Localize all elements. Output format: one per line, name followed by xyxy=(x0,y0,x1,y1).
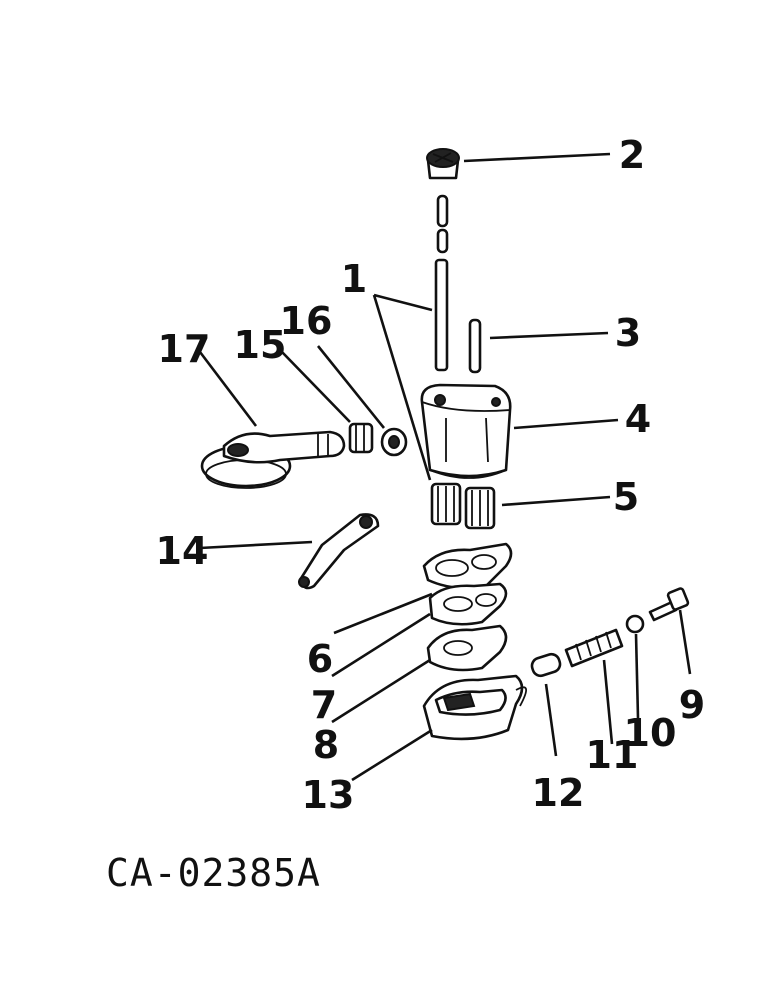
part-1-shafts xyxy=(434,194,449,372)
part-10-ball xyxy=(625,614,645,634)
callout-4: 4 xyxy=(625,397,651,441)
part-9-bolt xyxy=(648,587,690,622)
part-11-spring xyxy=(564,628,624,668)
callout-17: 17 xyxy=(158,327,211,371)
part-8-gasket xyxy=(426,624,508,672)
callout-12: 12 xyxy=(532,771,585,815)
callout-6: 6 xyxy=(307,637,333,681)
part-3-pin xyxy=(468,318,482,374)
part-17-strainer xyxy=(200,430,346,489)
part-5-gears xyxy=(430,482,496,530)
callout-2: 2 xyxy=(619,133,645,177)
leader-lines xyxy=(198,152,692,782)
callout-7: 7 xyxy=(311,683,337,727)
callout-1: 1 xyxy=(341,257,367,301)
callout-5: 5 xyxy=(613,475,639,519)
callout-16: 16 xyxy=(280,299,333,343)
part-13-pump-cover xyxy=(422,674,527,741)
callout-13: 13 xyxy=(302,773,355,817)
part-12-plunger xyxy=(530,652,562,678)
callout-11: 11 xyxy=(586,733,639,777)
callout-3: 3 xyxy=(615,311,641,355)
callout-14: 14 xyxy=(156,529,209,573)
callout-8: 8 xyxy=(313,723,339,767)
callout-labels: 1 2 3 4 5 6 7 8 9 10 11 12 13 14 15 16 1… xyxy=(156,133,706,817)
part-7-plate xyxy=(428,582,508,626)
part-16-ring xyxy=(380,427,408,457)
part-14-bracket xyxy=(298,513,380,590)
callout-10: 10 xyxy=(624,711,677,755)
part-6-gasket xyxy=(422,542,513,590)
callout-15: 15 xyxy=(234,323,287,367)
part-4-pump-body xyxy=(420,383,512,479)
drawing-code: CA-02385A xyxy=(106,851,321,895)
part-15-connector xyxy=(348,422,374,454)
part-2-cap xyxy=(426,148,460,180)
callout-9: 9 xyxy=(679,683,705,727)
